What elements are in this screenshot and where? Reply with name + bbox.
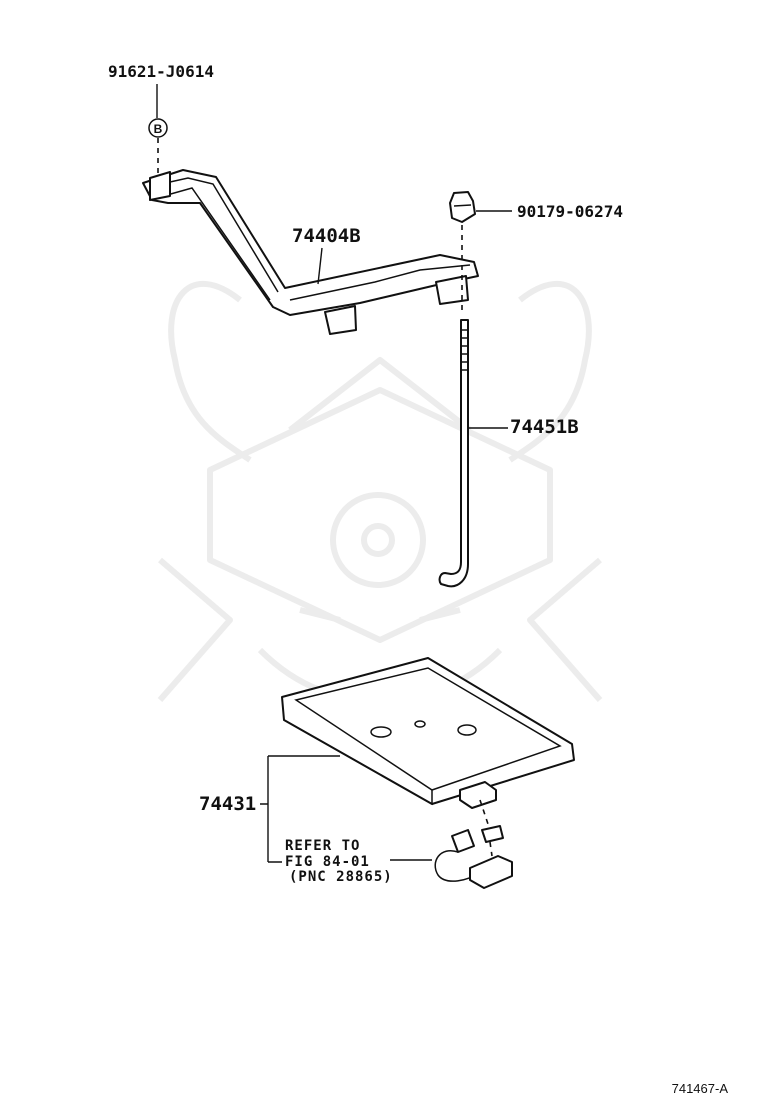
battery-clamp-drawing — [142, 169, 479, 335]
reference-line-1: REFER TO — [285, 838, 360, 854]
battery-rod-drawing — [438, 319, 469, 588]
bolt-b-symbol-icon — [148, 118, 168, 138]
figure-number: 741467-A — [672, 1081, 729, 1096]
part-label-rod: 74451B — [510, 416, 579, 438]
bolt-b-symbol-text: B — [154, 122, 163, 136]
part-label-nut: 90179-06274 — [517, 202, 623, 221]
leader-bracket-tray — [260, 755, 340, 863]
nut-drawing — [449, 191, 476, 223]
part-label-bolt-b: 91621-J0614 — [108, 62, 214, 81]
part-label-clamp: 74404B — [292, 225, 361, 247]
part-label-tray: 74431 — [199, 793, 256, 815]
reference-line-2: FIG 84-01 — [285, 854, 370, 870]
sensor-connector-drawing — [434, 799, 513, 889]
watermark-emblem — [157, 280, 603, 703]
battery-tray-drawing — [281, 657, 575, 809]
leader-line-clamp — [317, 247, 323, 285]
reference-line-3: (PNC 28865) — [289, 869, 393, 885]
